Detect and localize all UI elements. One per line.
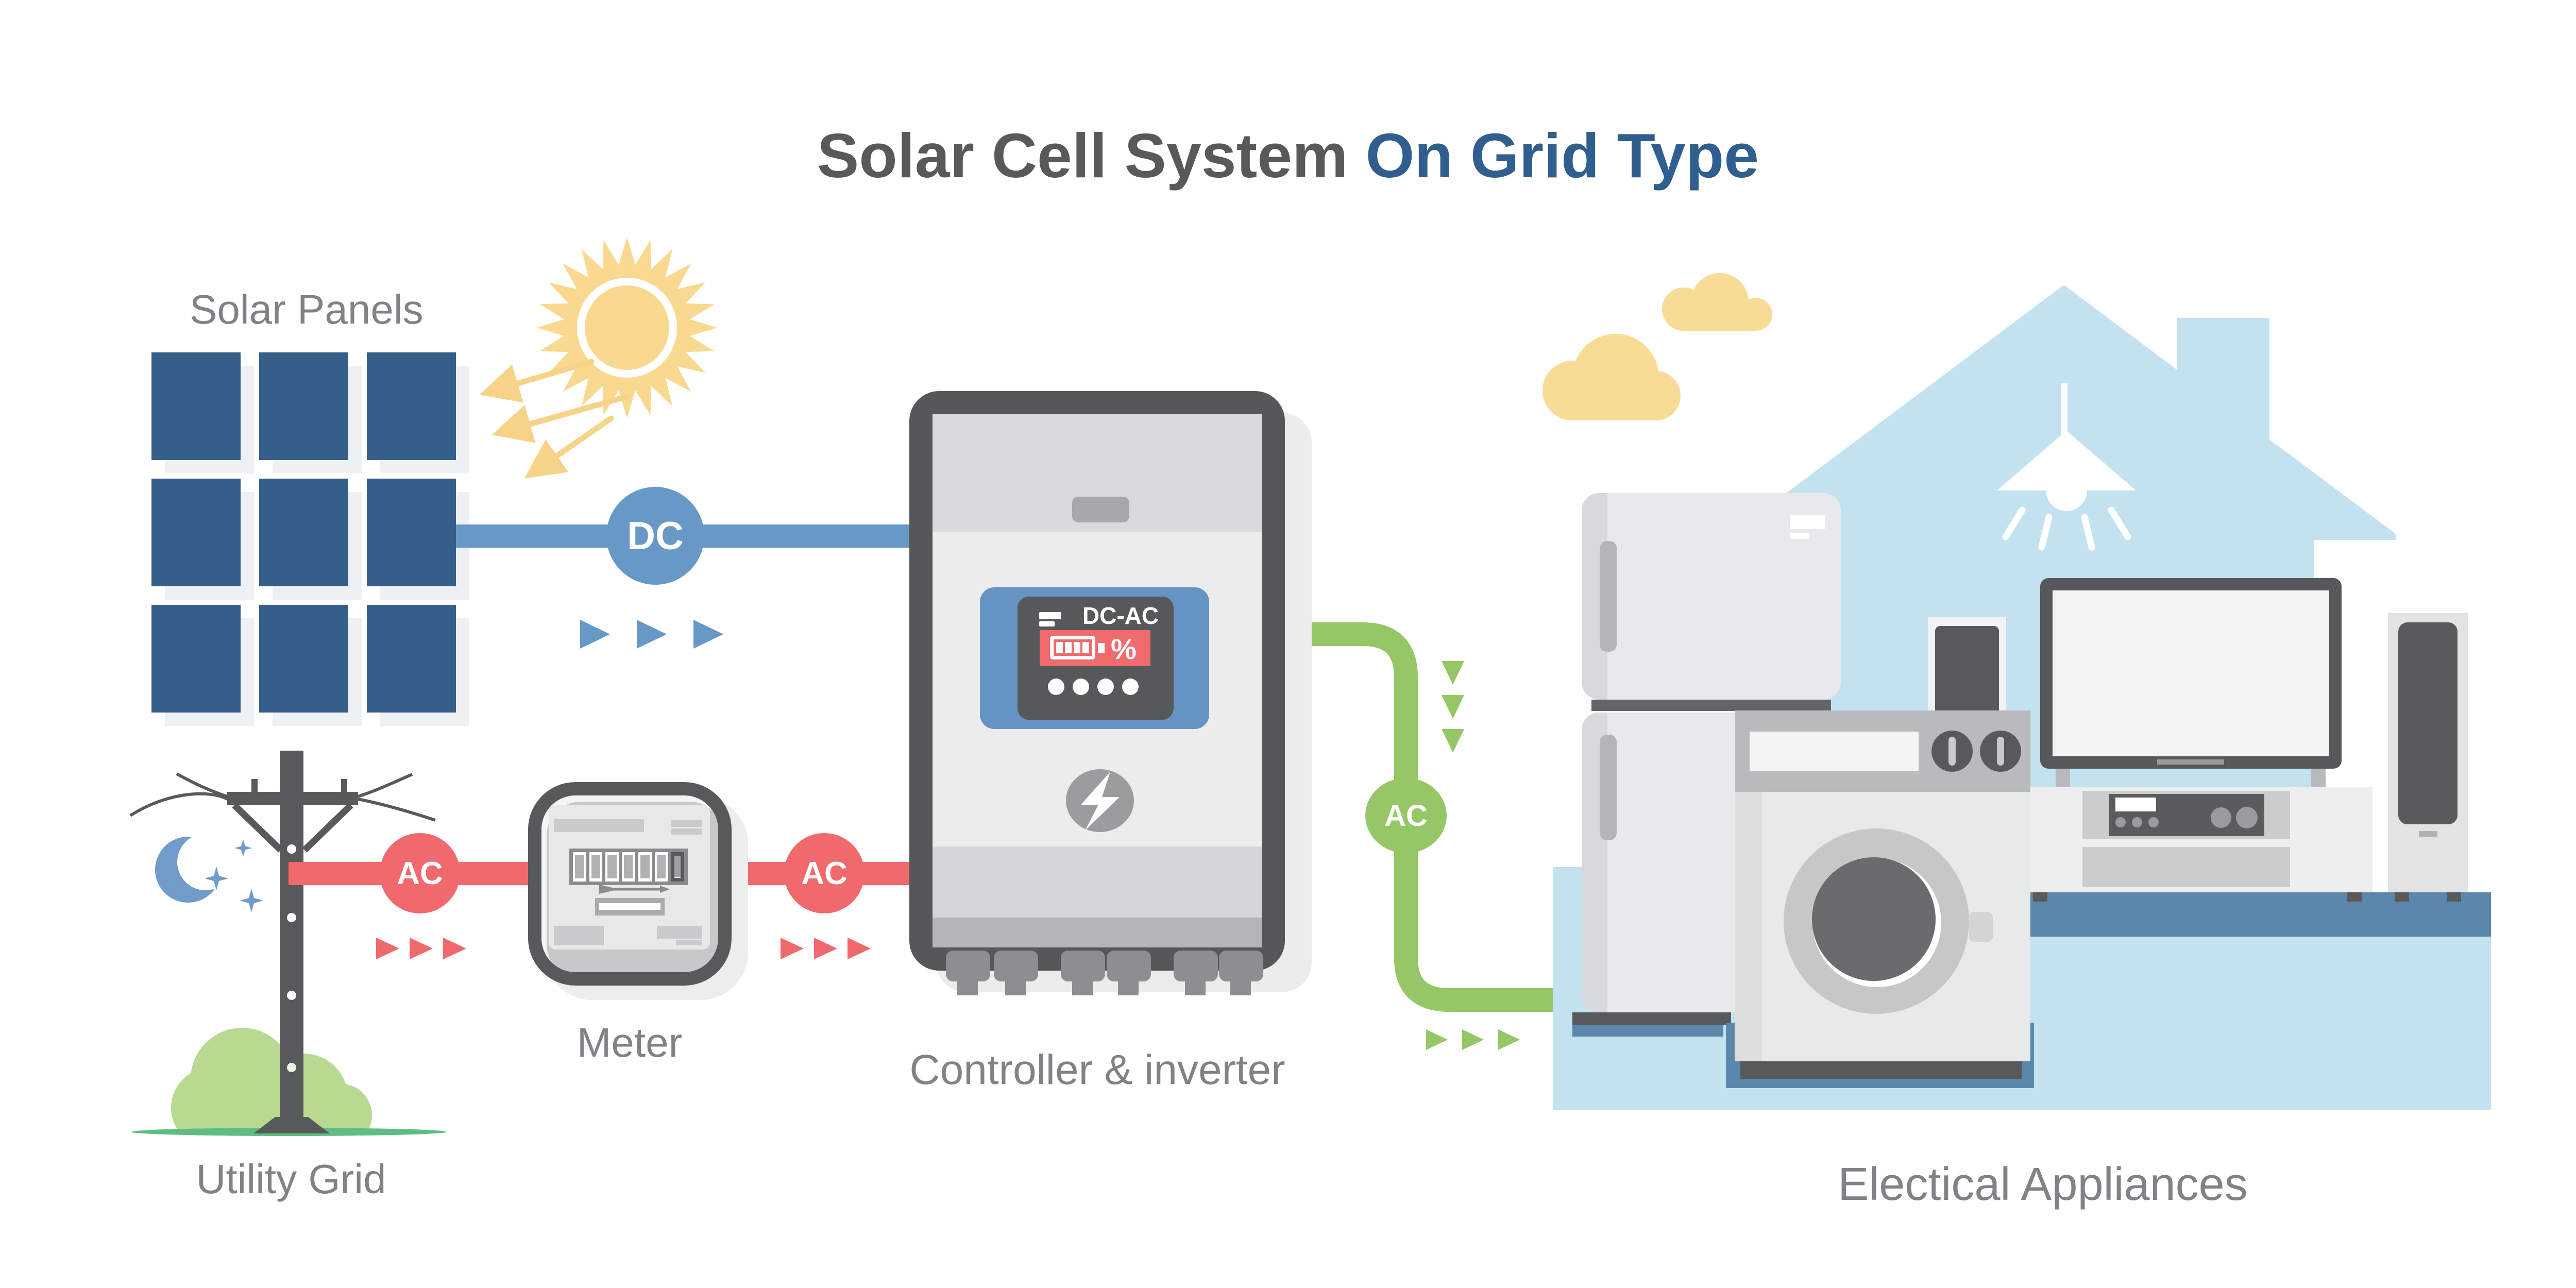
inverter-display: DC-AC % — [980, 587, 1209, 729]
display-mode-text: DC-AC — [1082, 602, 1159, 629]
washer-control-panel — [1735, 710, 2030, 792]
ac-flow-arrow — [443, 938, 466, 959]
ac-badge-meter: AC — [784, 833, 865, 913]
power-pole-icon — [129, 751, 436, 1133]
solar-panel-cell — [151, 479, 241, 586]
stereo-receiver — [2082, 791, 2290, 839]
inverter-bottom-band — [933, 846, 1262, 947]
dc-badge: DC — [606, 487, 704, 585]
washer-dial — [1980, 731, 2021, 772]
meter-label: Meter — [577, 1020, 683, 1065]
solar-panel-cell — [259, 605, 348, 713]
ac-flow-arrow — [410, 938, 433, 959]
ac-flow-arrow — [848, 938, 871, 959]
solar-panel-cell — [259, 479, 348, 586]
fridge-vent — [1790, 515, 1825, 529]
display-button — [1122, 679, 1139, 695]
solar-panel-cell — [367, 352, 456, 460]
title-part-gray: Solar Cell System — [817, 121, 1366, 191]
tv-brand-bar — [2157, 759, 2224, 765]
meter-device — [528, 782, 732, 986]
tall-speaker — [2388, 613, 2468, 902]
ac-out-arrow-down — [1442, 695, 1464, 719]
receiver-button — [2132, 817, 2142, 827]
washer-display — [1750, 732, 1919, 771]
title-part-blue: On Grid Type — [1365, 121, 1759, 191]
washer-door-handle — [1969, 912, 1993, 942]
tv — [2040, 578, 2342, 787]
ac-out-arrow-right — [1498, 1029, 1520, 1050]
meter-register-icon — [569, 849, 688, 885]
meter-arrow-icon — [599, 885, 670, 894]
ac-flow-arrow — [376, 938, 399, 959]
solar-panels-label: Solar Panels — [190, 286, 423, 332]
menu-lines-icon — [1039, 612, 1061, 619]
sun-rays-arrows — [479, 359, 630, 479]
dc-flow-arrow — [580, 620, 610, 649]
battery-status-panel: % — [1040, 630, 1150, 666]
ac-out-arrow-down — [1442, 729, 1464, 753]
washer-drum — [1784, 828, 1969, 1014]
ac-out-arrow-down — [1442, 661, 1464, 685]
fridge-handle — [1600, 541, 1617, 652]
appliances-label: Electical Appliances — [1838, 1159, 2248, 1210]
ac-badge-output: AC — [1365, 778, 1447, 853]
washing-machine — [1735, 710, 2030, 1079]
receiver-button — [2115, 817, 2126, 827]
solar-panel-cell — [259, 352, 348, 460]
ac-flow-arrow — [781, 938, 804, 959]
solar-panel-cell — [151, 605, 241, 713]
meter-face — [549, 805, 710, 950]
display-button — [1097, 679, 1114, 695]
pendant-lamp-icon — [1997, 383, 2136, 551]
percent-text: % — [1111, 633, 1137, 665]
inverter-screen: DC-AC % — [1018, 597, 1174, 720]
small-speaker — [1928, 617, 2006, 718]
ac-badge-utility: AC — [380, 833, 460, 913]
fridge-base — [1572, 1012, 1731, 1025]
receiver-button — [2148, 817, 2159, 827]
tv-stand — [2022, 787, 2372, 902]
solar-panel-cell — [151, 352, 241, 460]
receiver-display — [2115, 798, 2156, 811]
solar-panel-cell — [367, 605, 456, 713]
fridge-divider — [1591, 700, 1831, 711]
star-icon — [205, 839, 263, 912]
inverter-top-band — [933, 414, 1262, 532]
dc-flow-arrow — [693, 620, 723, 649]
ac-flow-arrow — [814, 938, 837, 959]
dc-flow-arrow — [637, 620, 667, 649]
cloud-icon — [1543, 273, 1772, 420]
inverter-label: Controller & inverter — [909, 1046, 1285, 1093]
inverter-handle — [1072, 497, 1129, 522]
receiver-knob — [2211, 807, 2231, 828]
receiver-knob — [2236, 807, 2258, 828]
battery-icon — [1050, 636, 1095, 659]
page-title: Solar Cell System On Grid Type — [0, 120, 2576, 192]
display-button — [1073, 679, 1089, 695]
utility-grid-label: Utility Grid — [196, 1156, 386, 1202]
ac-out-arrow-right — [1426, 1029, 1448, 1050]
display-button — [1048, 679, 1064, 695]
tv-frame — [2040, 578, 2342, 769]
freezer-door — [1582, 493, 1841, 700]
washer-dial — [1931, 731, 1973, 772]
solar-panel-cell — [367, 479, 456, 586]
fridge-vent — [1790, 533, 1809, 539]
fridge-base-shadow — [1572, 1025, 1723, 1037]
stand-shelf — [2082, 847, 2290, 887]
inverter-device: DC-AC % — [909, 391, 1285, 971]
sun-icon — [536, 237, 718, 418]
ac-out-arrow-right — [1462, 1029, 1484, 1050]
washer-base — [1740, 1061, 2022, 1079]
fridge-handle — [1600, 735, 1617, 840]
